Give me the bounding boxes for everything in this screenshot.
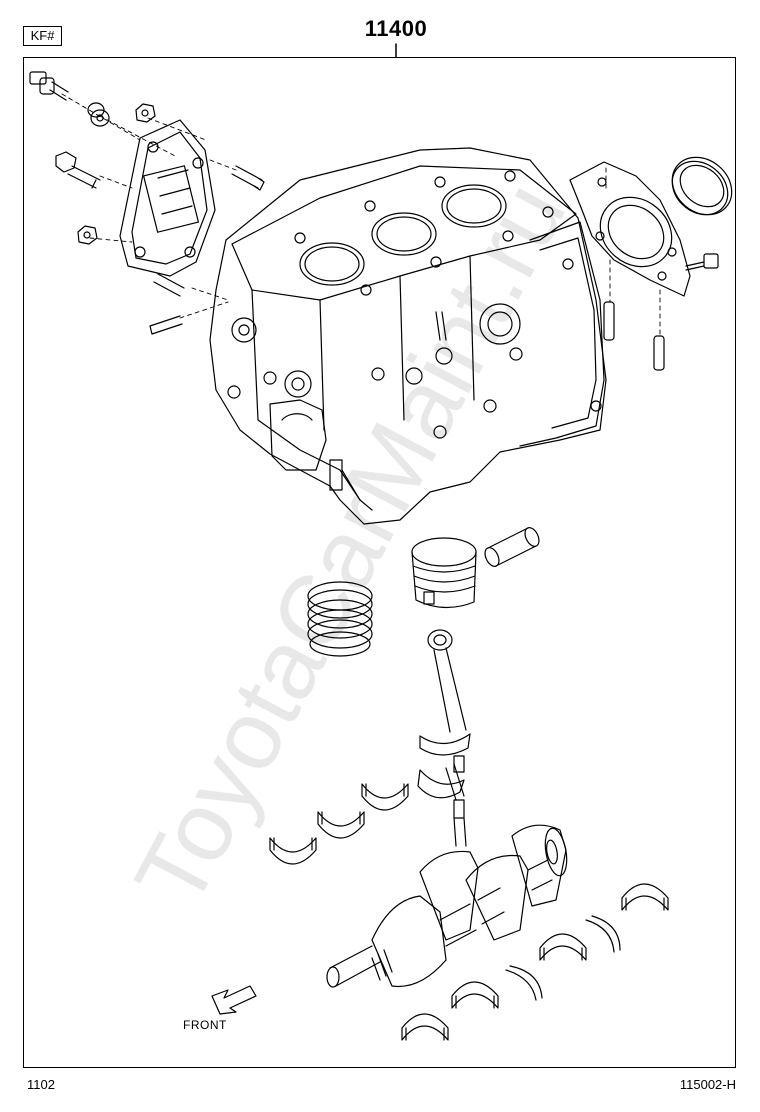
crankshaft — [326, 824, 568, 988]
cylinder-block — [209, 147, 607, 525]
main-bearings — [269, 783, 669, 1041]
diagram-frame — [23, 57, 736, 1068]
connecting-rod — [417, 629, 471, 847]
rear-oil-seal-retainer — [569, 156, 733, 371]
front-direction-arrow — [211, 985, 257, 1015]
thrust-washers — [505, 915, 621, 1001]
piston-assembly — [307, 527, 540, 657]
footer-left-code: 1102 — [27, 1077, 55, 1092]
group-number: 11400 — [364, 16, 428, 41]
footer-right-code: 115002-H — [679, 1077, 736, 1092]
water-inlet-cover-group — [29, 71, 265, 335]
kf-tag: KF# — [23, 26, 62, 46]
front-label: FRONT — [183, 1018, 227, 1032]
